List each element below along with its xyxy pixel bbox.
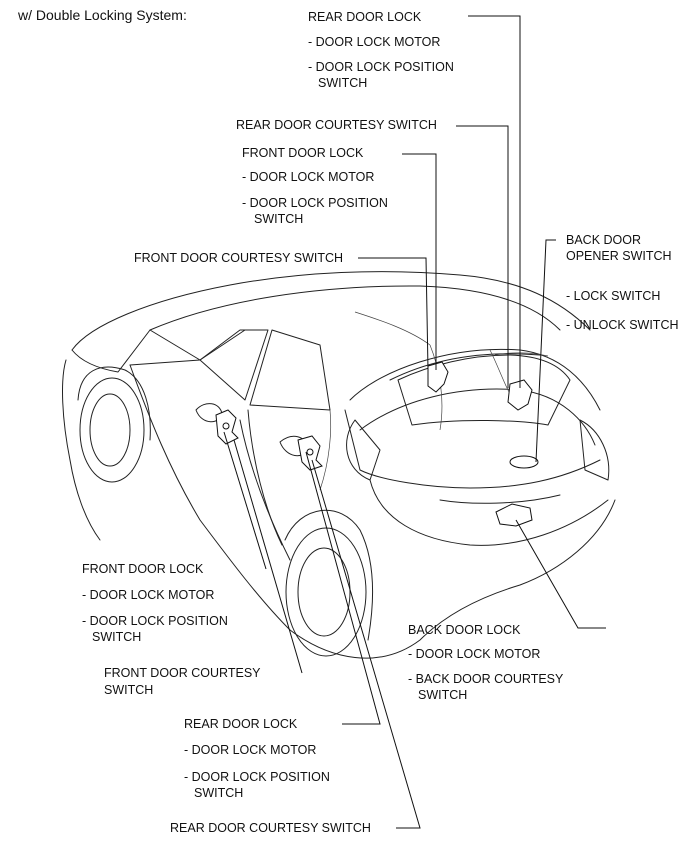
rear-door-lock-bottom-position-2: SWITCH bbox=[194, 786, 244, 800]
front-door-lock-bottom-position-2: SWITCH bbox=[92, 630, 142, 644]
lock-switch-label: - LOCK SWITCH bbox=[566, 289, 661, 303]
front-door-lock-bottom-title: FRONT DOOR LOCK bbox=[82, 562, 204, 576]
diagram-title: w/ Double Locking System: bbox=[18, 7, 187, 23]
front-door-lock-top-title: FRONT DOOR LOCK bbox=[242, 146, 364, 160]
back-door-lock-title: BACK DOOR LOCK bbox=[408, 623, 521, 637]
car-body bbox=[62, 271, 616, 659]
front-door-lock-upper-part bbox=[427, 361, 449, 393]
back-door-opener-switch-part bbox=[509, 455, 539, 469]
back-door-lock-part bbox=[495, 503, 533, 527]
rear-door-lock-top-position-2: SWITCH bbox=[318, 76, 368, 90]
back-door-lock-motor: - DOOR LOCK MOTOR bbox=[408, 647, 541, 661]
front-door-lock-part bbox=[215, 409, 239, 445]
rear-door-lock-bottom-position-1: - DOOR LOCK POSITION bbox=[184, 770, 330, 784]
unlock-switch-label: - UNLOCK SWITCH bbox=[566, 318, 679, 332]
rear-door-lock-top-title: REAR DOOR LOCK bbox=[308, 10, 422, 24]
rear-door-lock-bottom-motor: - DOOR LOCK MOTOR bbox=[184, 743, 317, 757]
rear-door-lock-top-motor: - DOOR LOCK MOTOR bbox=[308, 35, 441, 49]
front-door-courtesy-switch-top: FRONT DOOR COURTESY SWITCH bbox=[134, 251, 344, 265]
front-door-courtesy-switch-bottom-1: FRONT DOOR COURTESY bbox=[104, 666, 261, 680]
front-door-courtesy-switch-bottom-2: SWITCH bbox=[104, 683, 154, 697]
rear-door-lock-part bbox=[297, 435, 323, 471]
back-door-courtesy-switch-1: - BACK DOOR COURTESY bbox=[408, 672, 564, 686]
front-door-lock-bottom-position-1: - DOOR LOCK POSITION bbox=[82, 614, 228, 628]
front-door-lock-top-position-1: - DOOR LOCK POSITION bbox=[242, 196, 388, 210]
back-door-opener-switch-1: BACK DOOR bbox=[566, 233, 642, 247]
rear-door-lock-upper-part bbox=[507, 379, 533, 411]
rear-door-courtesy-switch-bottom: REAR DOOR COURTESY SWITCH bbox=[170, 821, 371, 835]
front-door-lock-bottom-motor: - DOOR LOCK MOTOR bbox=[82, 588, 215, 602]
leader-lines bbox=[223, 15, 606, 829]
front-door-lock-top-position-2: SWITCH bbox=[254, 212, 304, 226]
rear-door-lock-top-position-1: - DOOR LOCK POSITION bbox=[308, 60, 454, 74]
back-door-courtesy-switch-2: SWITCH bbox=[418, 688, 468, 702]
front-door-lock-top-motor: - DOOR LOCK MOTOR bbox=[242, 170, 375, 184]
rear-door-courtesy-switch-top: REAR DOOR COURTESY SWITCH bbox=[236, 118, 437, 132]
back-door-opener-switch-2: OPENER SWITCH bbox=[566, 249, 672, 263]
rear-door-lock-bottom-title: REAR DOOR LOCK bbox=[184, 717, 298, 731]
